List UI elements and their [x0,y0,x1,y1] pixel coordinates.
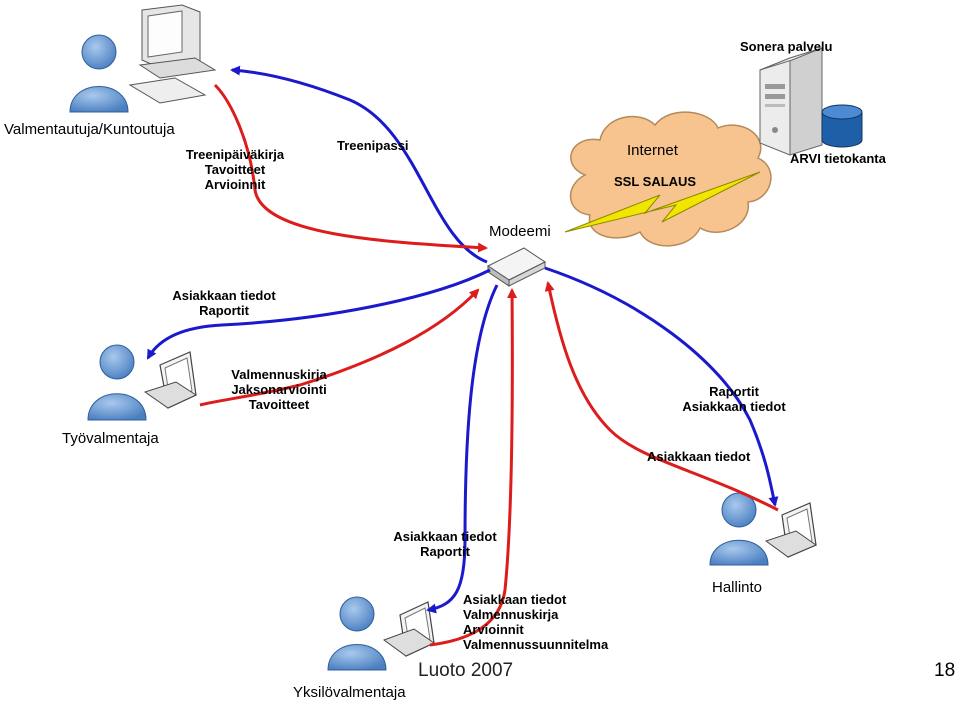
laptop-icon-yksilovalmentaja [382,601,435,657]
person-icon-tyovalmentaja [87,344,147,421]
node-label-sonera: Sonera palvelu [740,39,833,54]
database-icon [821,104,863,148]
person-icon-hallinto [709,492,769,566]
node-label-hallinto: Hallinto [712,579,763,596]
flow-arrow-treenipaivakirja [213,83,488,253]
laptop-icon-hallinto [764,502,818,558]
flow-arrow-yksilovalmentaja-out [429,288,518,647]
desktop-computer-icon [128,4,217,104]
flow-label-from-tyovalmentaja: Valmennuskirja Jaksonarviointi Tavoittee… [231,367,327,412]
node-label-modeemi: Modeemi [489,223,551,240]
flow-label-from-yksilovalmentaja: Asiakkaan tiedot Valmennuskirja Arvioinn… [463,592,609,652]
node-label-tyovalmentaja: Työvalmentaja [62,430,159,447]
node-label-arvi: ARVI tietokanta [790,151,886,166]
server-icon [759,47,823,156]
person-icon-valmentautuja [69,34,129,113]
flow-label-treenipassi: Treenipassi [337,138,409,153]
flow-arrow-hallinto-in [544,266,779,507]
flow-arrow-tyovalmentaja-in [146,268,491,360]
flow-label-to-yksilovalmentaja: Asiakkaan tiedot Raportit [393,529,497,559]
modem-icon [487,247,546,287]
node-label-internet: Internet [627,142,678,159]
flow-arrow-treenipassi [230,65,488,264]
footer-author: Luoto 2007 [418,660,514,681]
laptop-icon-tyovalmentaja [143,351,198,409]
page-number: 18 [934,660,956,681]
flow-arrow-tyovalmentaja-out [199,288,480,407]
flow-arrow-hallinto-out [544,281,779,512]
flow-label-from-valmentautuja: Treenipäiväkirja Tavoitteet Arvioinnit [185,147,285,192]
flow-label-from-hallinto: Asiakkaan tiedot [647,449,751,464]
person-icon-yksilovalmentaja [327,596,387,671]
lightning-icon [564,171,761,233]
flow-label-to-tyovalmentaja: Asiakkaan tiedot Raportit [172,288,276,318]
node-label-ssl: SSL SALAUS [614,174,697,189]
flow-label-to-hallinto: Raportit Asiakkaan tiedot [682,384,786,414]
flow-arrow-yksilovalmentaja-in [426,284,499,614]
node-label-valmentautuja: Valmentautuja/Kuntoutuja [4,121,175,138]
node-label-yksilovalmentaja: Yksilövalmentaja [293,684,406,701]
